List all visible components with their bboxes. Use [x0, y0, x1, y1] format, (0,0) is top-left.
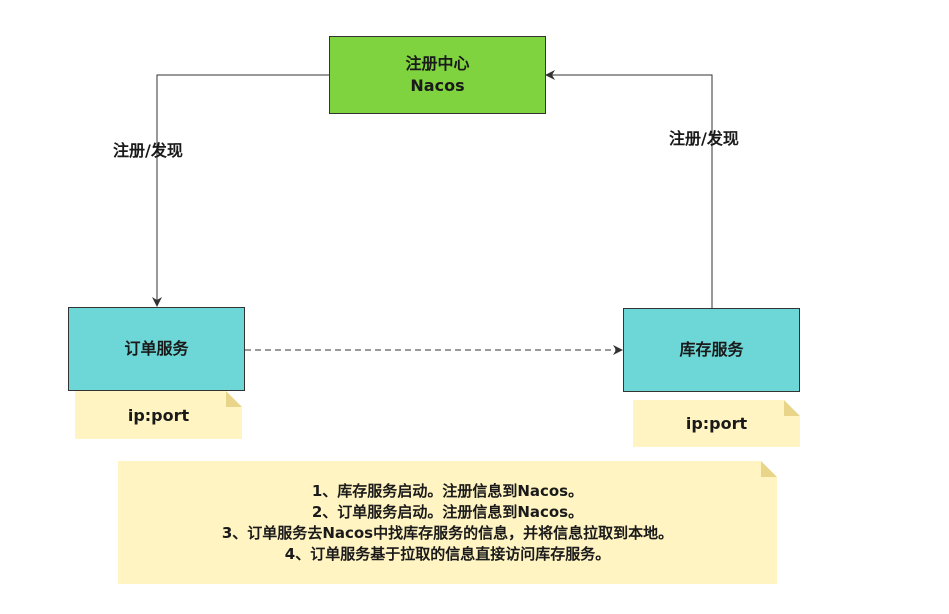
edge-inventory-to-registry — [545, 70, 713, 308]
note-fold-icon — [761, 461, 777, 477]
edge-registry-to-order — [152, 74, 329, 307]
order-service-note: ip:port — [75, 391, 242, 439]
order-service-node[interactable]: 订单服务 — [68, 307, 245, 391]
inventory-service-label: 库存服务 — [679, 340, 744, 359]
inventory-service-node[interactable]: 库存服务 — [623, 308, 800, 392]
registry-node[interactable]: 注册中心 Nacos — [329, 36, 546, 114]
step-item-3: 3、订单服务去Nacos中找库存服务的信息，并将信息拉取到本地。 — [221, 523, 674, 542]
note-fold-icon — [226, 391, 242, 407]
note-fold-icon — [784, 400, 800, 416]
order-service-label: 订单服务 — [124, 339, 189, 358]
step-item-4: 4、订单服务基于拉取的信息直接访问库存服务。 — [284, 544, 611, 563]
order-service-note-text: ip:port — [127, 405, 190, 425]
step-item-2: 2、订单服务启动。注册信息到Nacos。 — [311, 502, 584, 521]
steps-note: 1、库存服务启动。注册信息到Nacos。 2、订单服务启动。注册信息到Nacos… — [118, 461, 777, 584]
registry-title: 注册中心 — [405, 54, 470, 73]
registry-subtitle: Nacos — [410, 76, 465, 95]
edge-left-label: 注册/发现 — [113, 141, 183, 160]
inventory-service-note-text: ip:port — [685, 414, 748, 433]
edge-right-label: 注册/发现 — [669, 129, 739, 148]
inventory-service-note: ip:port — [633, 400, 800, 447]
step-item-1: 1、库存服务启动。注册信息到Nacos。 — [311, 481, 584, 500]
